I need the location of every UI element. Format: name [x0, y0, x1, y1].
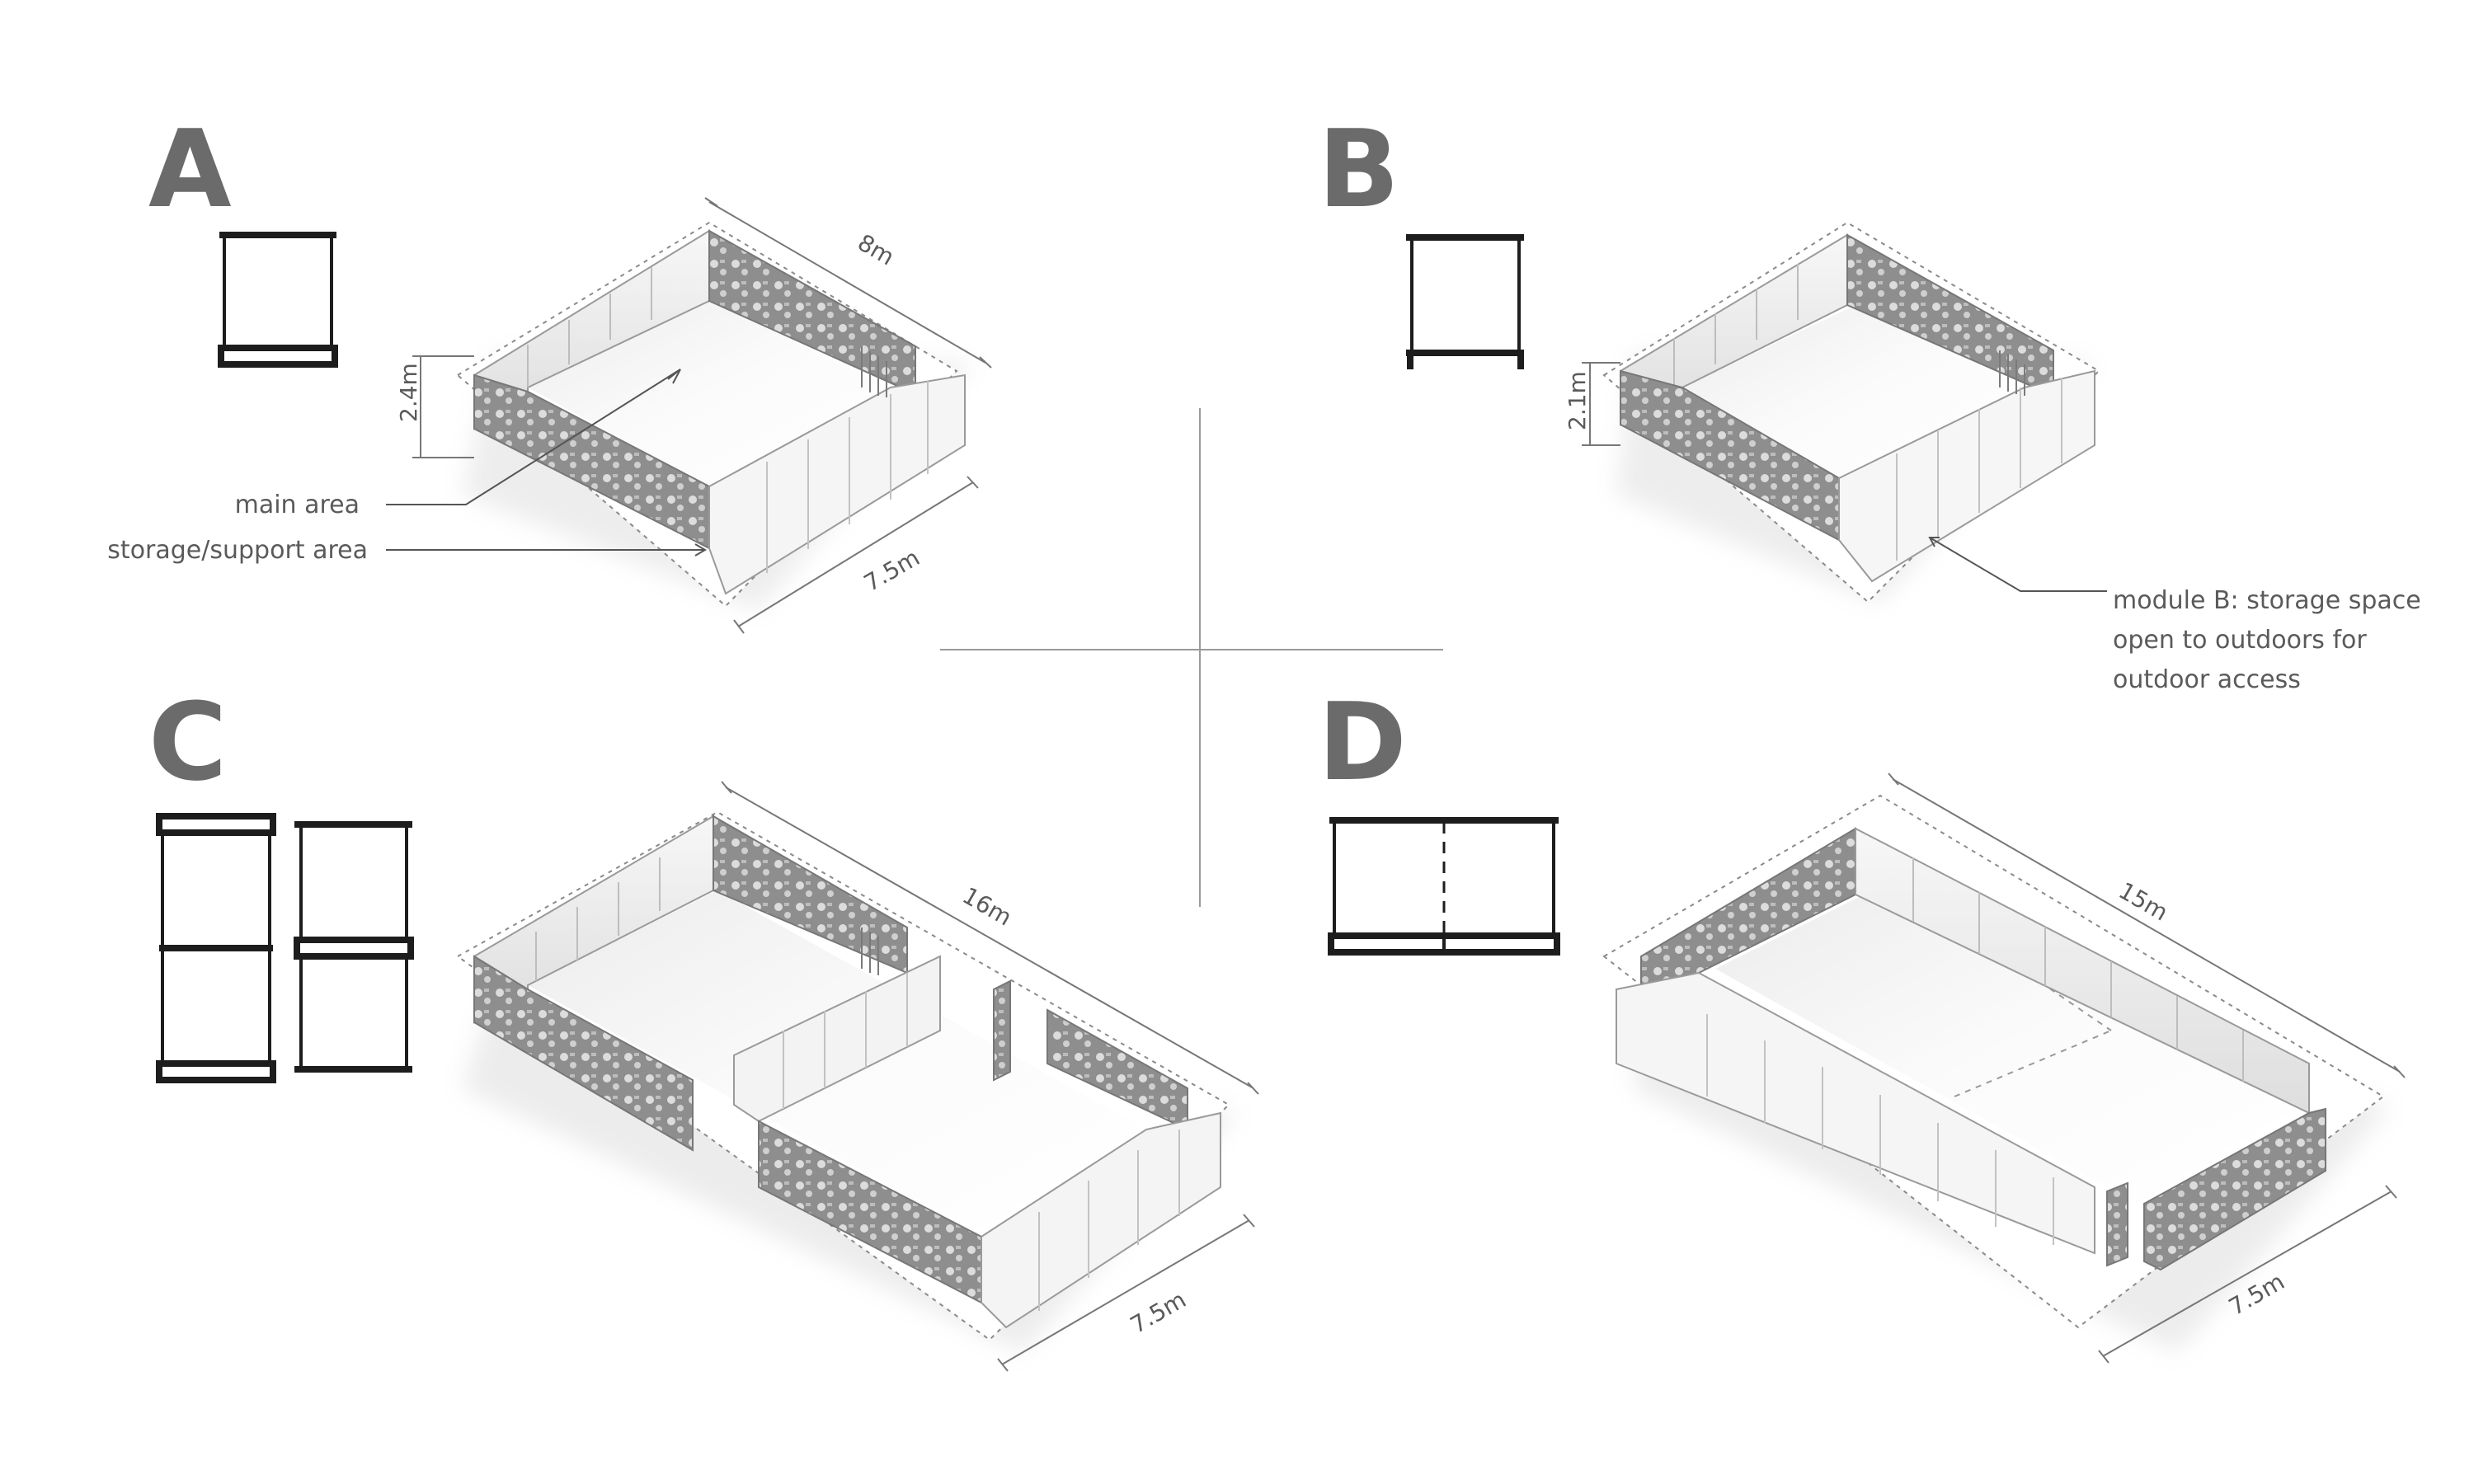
panel-a-module: [456, 221, 973, 610]
panel-b-leader: [1928, 537, 2107, 592]
panel-a-plan-icon: [218, 232, 338, 368]
panel-d-letter: D: [1318, 679, 1407, 805]
panel-a-label-main: main area: [235, 491, 360, 519]
panel-d: D: [1318, 679, 2406, 1364]
quadrant-divider: [940, 408, 1443, 907]
panel-d-dimensions: [1888, 773, 2406, 1364]
panel-c: C: [148, 679, 1259, 1372]
panel-b-plan-icon: [1406, 234, 1524, 369]
panel-b-dimensions: [1582, 362, 1620, 446]
panel-a-dim-height: 2.4m: [395, 363, 422, 422]
panel-d-plan-icon: [1328, 817, 1560, 956]
panel-b-letter: B: [1318, 106, 1399, 232]
panel-d-dim-length: 15m: [2114, 876, 2173, 926]
panel-b-note-line-1: module B: storage space: [2113, 586, 2421, 615]
panel-a-label-storage: storage/support area: [107, 536, 368, 565]
panel-c-dimensions: [721, 781, 1259, 1372]
panel-a-leaders: [386, 369, 707, 556]
panel-a-dim-width: 7.5m: [859, 544, 924, 597]
panel-a-dim-length: 8m: [854, 228, 900, 270]
panel-b-dim-height: 2.1m: [1564, 371, 1591, 430]
panel-c-module: [456, 810, 1237, 1352]
panel-c-dim-width: 7.5m: [1126, 1286, 1191, 1339]
panel-b-note-line-3: outdoor access: [2113, 665, 2301, 694]
panel-b-module: [1602, 221, 2100, 603]
panel-d-module: [1602, 794, 2392, 1352]
panel-b: B: [1318, 106, 2421, 694]
panel-c-plan-icons: [156, 813, 414, 1083]
panel-c-letter: C: [148, 679, 227, 805]
panel-b-note-line-2: open to outdoors for: [2113, 626, 2367, 655]
panel-a-dimensions: [412, 197, 992, 634]
panel-a-letter: A: [148, 106, 232, 232]
panel-a: A: [107, 106, 992, 634]
